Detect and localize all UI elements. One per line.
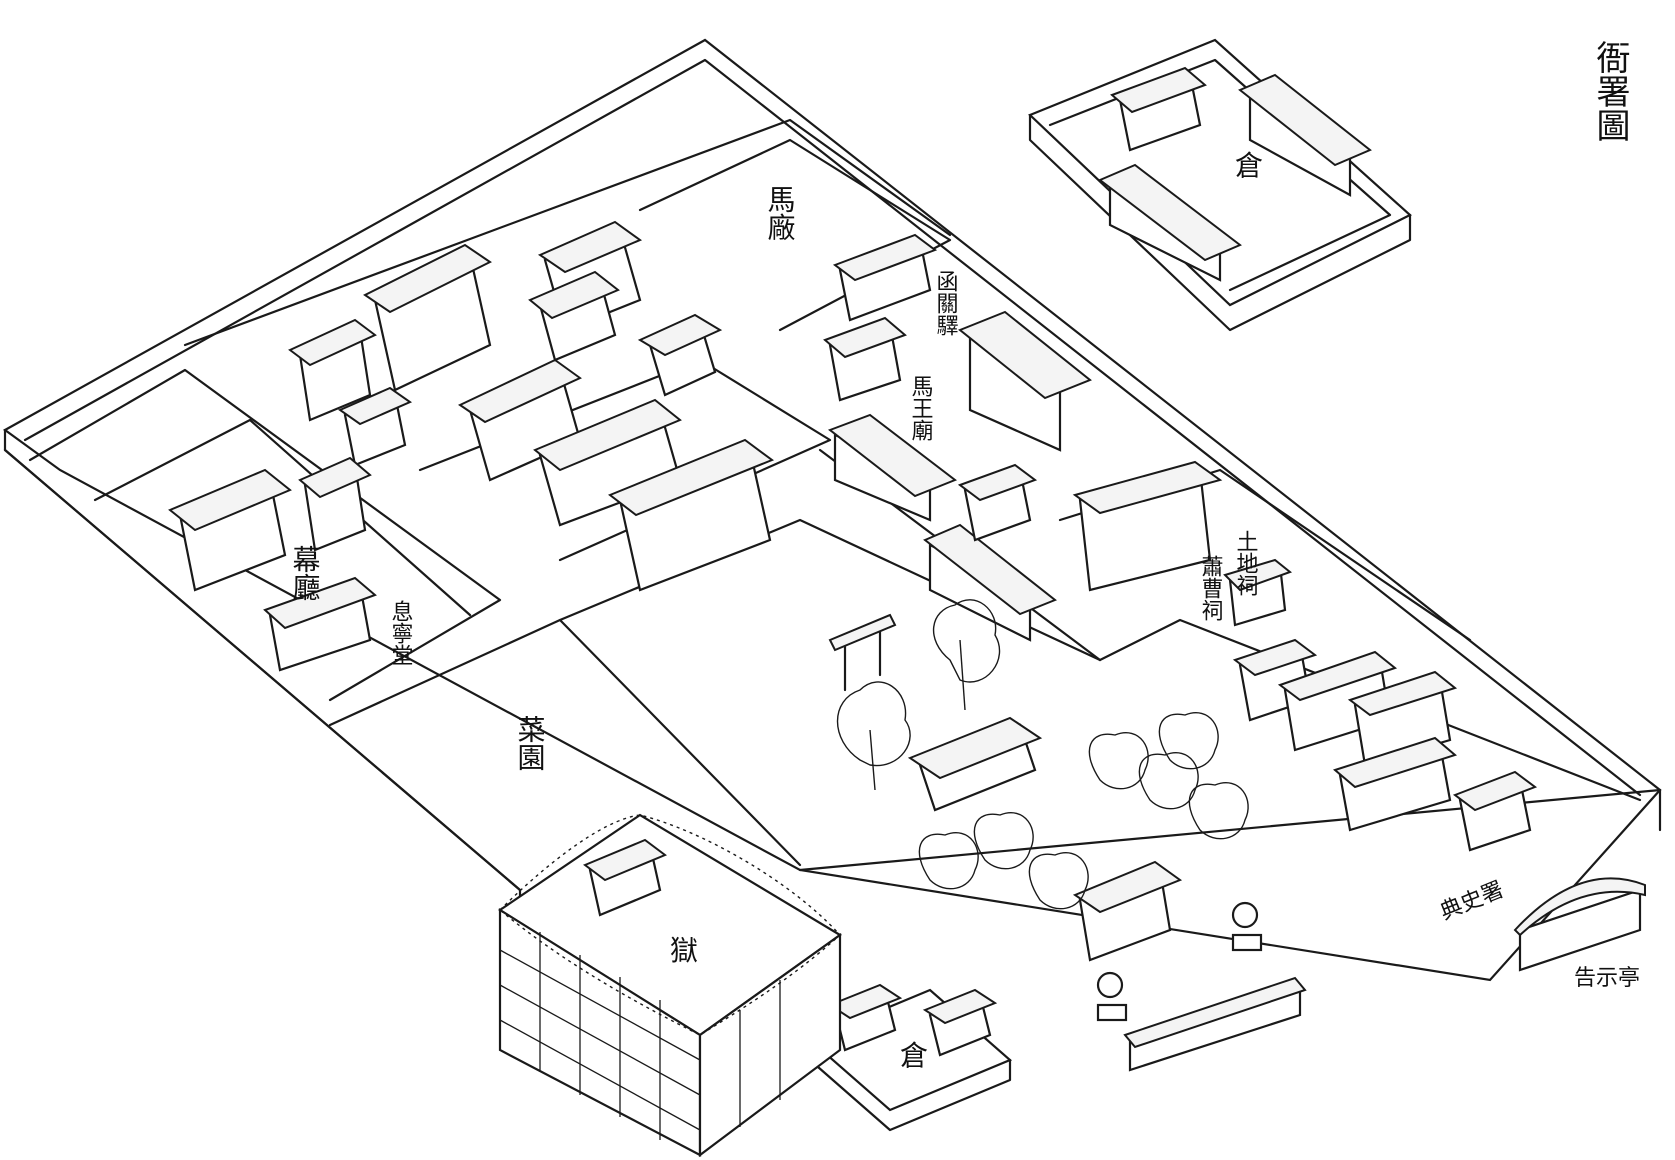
label-earth-god-shrine: 土地祠 — [1233, 530, 1259, 596]
label-xiao-cao-shrine: 蕭曹祠 — [1198, 555, 1224, 621]
memorial-archway — [828, 613, 897, 692]
granary-compound-bottom — [807, 983, 1013, 1132]
map-title: 衙署圖 — [1590, 40, 1630, 142]
notice-pavilion-building — [1513, 877, 1646, 972]
label-curtain-hall: 幕廳 — [289, 545, 322, 601]
curtain-hall-building — [168, 456, 377, 672]
label-vegetable-garden: 菜園 — [514, 715, 547, 771]
label-post-station: 函關驛 — [933, 270, 959, 336]
stone-lions — [1096, 901, 1263, 1022]
trees — [836, 599, 1249, 910]
label-granary-top: 倉 — [1235, 149, 1263, 182]
label-granary-bottom: 倉 — [900, 1039, 928, 1072]
east-wing-buildings — [1072, 460, 1538, 852]
label-horse-stable: 馬廠 — [764, 185, 797, 241]
building-cluster-northwest — [288, 220, 775, 592]
granary-compound-top — [1028, 38, 1412, 332]
label-rest-hall: 息寧堂 — [388, 600, 414, 666]
south-screen-wall — [1123, 976, 1307, 1072]
label-horse-temple: 馬王廟 — [908, 375, 934, 441]
prison-compound — [497, 813, 843, 1158]
label-prison: 獄 — [670, 934, 698, 967]
label-notice-pavilion: 告示亭 — [1574, 966, 1640, 991]
central-buildings — [823, 233, 1183, 962]
